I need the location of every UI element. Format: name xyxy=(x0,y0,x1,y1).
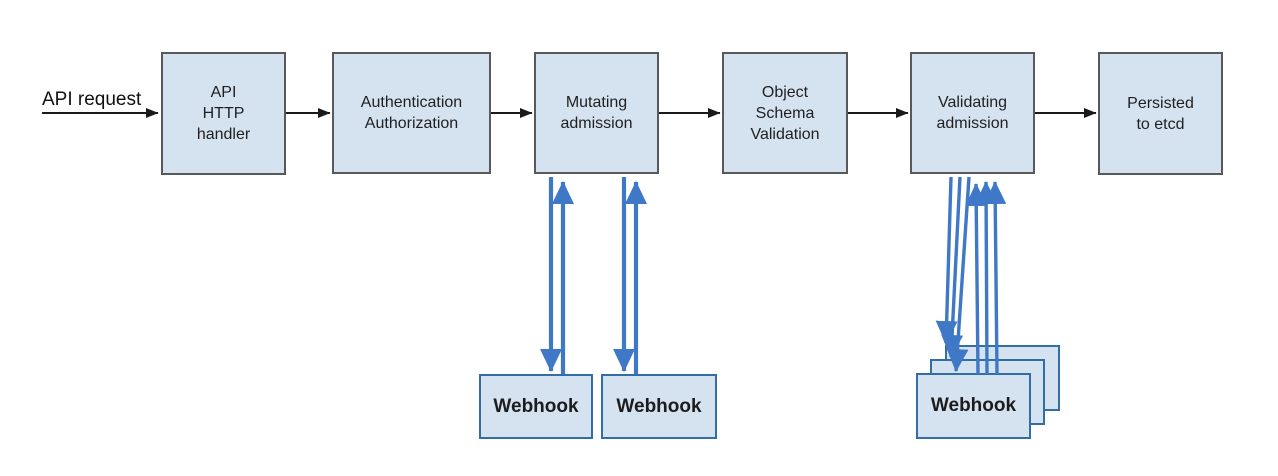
api-request-label: API request xyxy=(42,89,142,110)
node-api-http-handler: API HTTP handler xyxy=(161,52,286,175)
validating-webhook-box-front: Webhook xyxy=(916,373,1031,439)
mutating-webhook-box-2: Webhook xyxy=(601,374,717,439)
node-authentication-authorization: Authentication Authorization xyxy=(332,52,491,174)
node-mutating-admission: Mutating admission xyxy=(534,52,659,174)
node-object-schema-validation: Object Schema Validation xyxy=(722,52,848,174)
node-persisted-to-etcd: Persisted to etcd xyxy=(1098,52,1223,175)
node-validating-admission: Validating admission xyxy=(910,52,1035,174)
arrow-validating-down-1 xyxy=(935,176,958,344)
mutating-webhook-box-1: Webhook xyxy=(479,374,593,439)
arrow-validating-down-2 xyxy=(941,176,964,358)
arrow-validating-down-3 xyxy=(946,176,971,372)
